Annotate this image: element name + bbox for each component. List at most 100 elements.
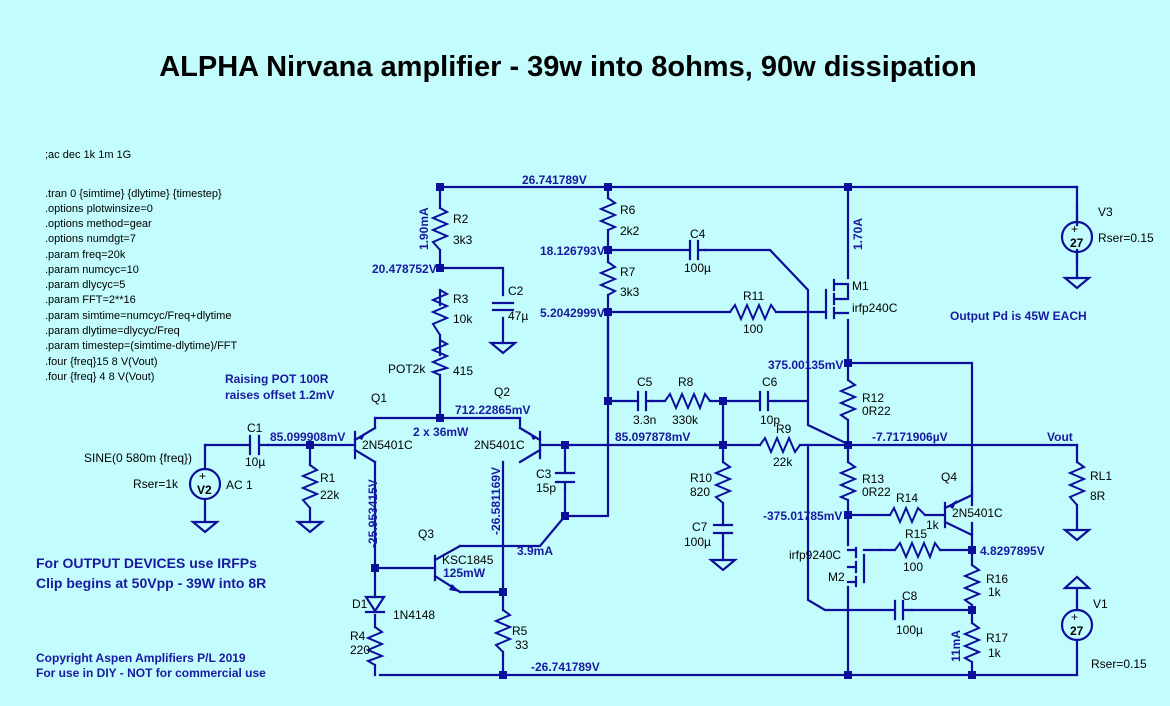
node-r13bot: -375.01785mV — [763, 509, 842, 523]
output-device-note: Clip begins at 50Vpp - 39W into 8R — [36, 575, 266, 591]
svg-text:R1: R1 — [320, 471, 336, 485]
svg-text:R8: R8 — [678, 375, 694, 389]
svg-text:22k: 22k — [773, 455, 793, 469]
svg-text:irfp9240C: irfp9240C — [789, 548, 841, 562]
r4-resistor — [365, 626, 385, 666]
directive: .param numcyc=10 — [45, 264, 139, 276]
svg-text:33: 33 — [515, 638, 529, 652]
directive: .param dlytime=dlycyc/Freq — [45, 325, 180, 337]
directive: .param timestep=(simtime-dlytime)/FFT — [45, 340, 238, 352]
svg-text:Q1: Q1 — [371, 391, 387, 405]
copyright-note: For use in DIY - NOT for commercial use — [36, 666, 266, 680]
output-device-note: For OUTPUT DEVICES use IRFPs — [36, 555, 257, 571]
svg-text:KSC1845: KSC1845 — [442, 553, 494, 567]
svg-text:Q4: Q4 — [941, 470, 957, 484]
svg-text:V2: V2 — [197, 483, 212, 497]
capacitors — [248, 239, 914, 621]
directive: .param dlycyc=5 — [45, 279, 125, 291]
svg-text:R4: R4 — [350, 629, 366, 643]
r2-resistor — [430, 207, 450, 251]
copyright-note: Copyright Aspen Amplifiers P/L 2019 — [36, 651, 246, 665]
svg-text:47µ: 47µ — [508, 309, 528, 323]
r10-resistor — [713, 461, 733, 504]
v1-source — [1060, 608, 1094, 642]
svg-text:100: 100 — [903, 560, 923, 574]
directive: ;ac dec 1k 1m 1G — [45, 149, 131, 161]
directive: .param FFT=2**16 — [45, 294, 136, 306]
svg-text:irfp240C: irfp240C — [852, 301, 898, 315]
svg-text:R9: R9 — [776, 422, 792, 436]
svg-text:C3: C3 — [536, 467, 552, 481]
svg-text:15p: 15p — [536, 481, 556, 495]
c4-capacitor — [688, 239, 707, 261]
svg-text:1k: 1k — [926, 518, 940, 532]
svg-text:415: 415 — [453, 364, 473, 378]
node-labels: 26.741789V -26.741789V 20.478752V 18.126… — [270, 173, 1073, 674]
svg-text:100µ: 100µ — [684, 261, 711, 275]
voltage-sources: + 27 + V2 + 27 — [188, 203, 1094, 642]
svg-text:3k3: 3k3 — [453, 233, 473, 247]
directive: .tran 0 {simtime} {dlytime} {timestep} — [45, 188, 222, 200]
r8-resistor — [664, 391, 711, 411]
directive: .param simtime=numcyc/Freq+dlytime — [45, 310, 231, 322]
svg-text:D1: D1 — [352, 597, 368, 611]
directive: .options numdgt=7 — [45, 233, 136, 245]
spice-directives: ;ac dec 1k 1m 1G .tran 0 {simtime} {dlyt… — [45, 149, 238, 383]
r13-resistor — [838, 461, 858, 501]
pot-resistor — [430, 335, 450, 376]
svg-text:2k2: 2k2 — [620, 224, 640, 238]
directive: .four {freq} 4 8 V(Vout) — [45, 371, 154, 383]
svg-text:220: 220 — [350, 643, 370, 657]
pot-note: Raising POT 100R — [225, 372, 329, 386]
svg-text:2N5401C: 2N5401C — [474, 438, 525, 452]
svg-text:AC 1: AC 1 — [226, 478, 253, 492]
svg-text:10k: 10k — [453, 312, 473, 326]
svg-text:2N5401C: 2N5401C — [952, 506, 1003, 520]
svg-text:M2: M2 — [828, 570, 845, 584]
svg-text:22k: 22k — [320, 488, 340, 502]
svg-text:8R: 8R — [1090, 489, 1106, 503]
r17-resistor — [962, 622, 982, 663]
svg-text:1N4148: 1N4148 — [393, 608, 435, 622]
svg-text:R2: R2 — [453, 212, 469, 226]
r14-resistor — [889, 505, 926, 525]
node-r7gate: 5.2042999V — [540, 306, 605, 320]
svg-text:Q2: Q2 — [494, 385, 510, 399]
directive: .options method=gear — [45, 218, 152, 230]
r9-resistor — [759, 435, 801, 455]
svg-text:R14: R14 — [896, 491, 918, 505]
svg-text:M1: M1 — [852, 279, 869, 293]
power-q1q2: 2 x 36mW — [413, 425, 469, 439]
m2-mosfet — [846, 546, 882, 588]
svg-text:+: + — [1071, 222, 1078, 236]
node-r12top: 375.00135mV — [768, 358, 843, 372]
svg-text:POT2k: POT2k — [388, 362, 426, 376]
svg-text:100µ: 100µ — [896, 623, 923, 637]
junctions — [306, 183, 976, 679]
grounds — [191, 276, 1092, 602]
power-q3: 125mW — [443, 566, 486, 580]
r6-resistor — [598, 197, 618, 231]
component-labels: R2 3k3 R3 10k POT2k 415 C2 47µ R6 2k2 R7… — [84, 203, 1154, 671]
svg-text:+: + — [199, 469, 206, 483]
svg-text:R15: R15 — [905, 527, 927, 541]
pot-note: raises offset 1.2mV — [225, 388, 334, 402]
c6-capacitor — [758, 390, 777, 412]
r3-resistor — [430, 289, 450, 336]
svg-text:R17: R17 — [986, 631, 1008, 645]
svg-text:0R22: 0R22 — [862, 404, 891, 418]
resistors — [300, 197, 1087, 666]
svg-text:3.3n: 3.3n — [633, 413, 656, 427]
node-q2b: 85.097878mV — [615, 430, 690, 444]
svg-text:C1: C1 — [247, 421, 263, 435]
node-q1b: 85.099908mV — [270, 430, 345, 444]
svg-text:C6: C6 — [762, 375, 778, 389]
rl1-resistor — [1067, 461, 1087, 506]
svg-text:Rser=1k: Rser=1k — [133, 477, 179, 491]
svg-text:1k: 1k — [988, 585, 1002, 599]
svg-text:27: 27 — [1070, 624, 1084, 638]
directive: .param freq=20k — [45, 249, 126, 261]
r11-resistor — [729, 302, 777, 322]
svg-text:R3: R3 — [453, 292, 469, 306]
